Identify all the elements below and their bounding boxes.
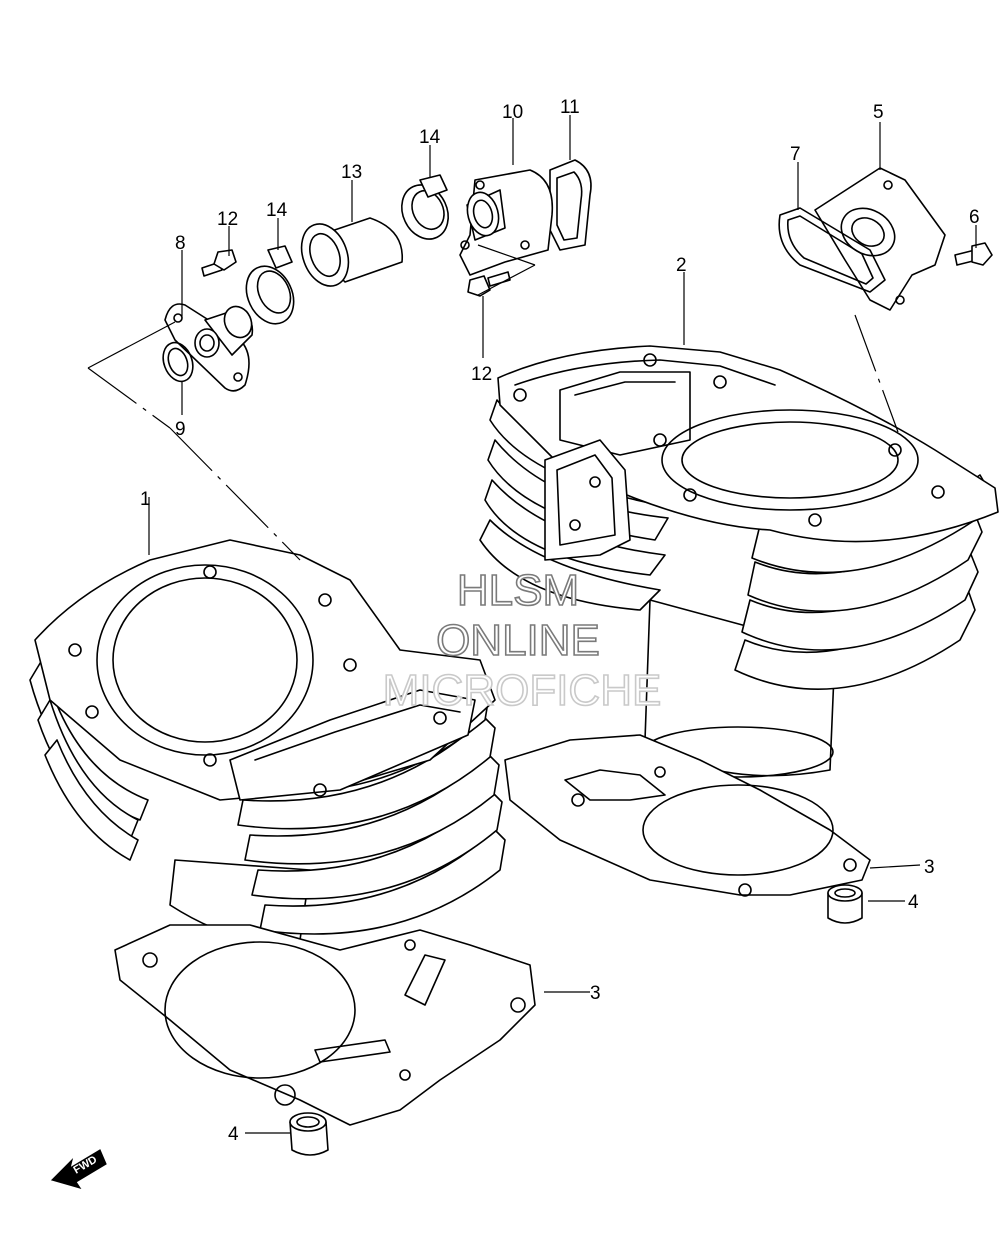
callout-10: 10 — [502, 102, 523, 123]
hose-clamp-upper[interactable] — [393, 174, 457, 247]
water-hose[interactable] — [293, 217, 403, 292]
watermark-line-3: MICROFICHE — [383, 666, 662, 715]
callout-9: 9 — [175, 419, 186, 440]
outlet-bolt[interactable] — [467, 271, 511, 297]
callout-1: 1 — [140, 489, 151, 510]
callout-11: 11 — [560, 97, 580, 118]
front-cylinder[interactable] — [29, 539, 506, 943]
callout-8: 8 — [175, 233, 186, 254]
rear-water-outlet[interactable] — [814, 167, 946, 311]
watermark: HLSM ONLINE MICROFICHE — [382, 565, 662, 716]
leader-lines — [87, 115, 977, 1134]
rear-cylinder[interactable] — [479, 345, 999, 778]
rear-cylinder-base-gasket[interactable] — [504, 734, 871, 897]
callout-3-rear: 3 — [924, 857, 935, 878]
callout-6: 6 — [969, 207, 980, 228]
hose-clamp-lower[interactable] — [237, 245, 302, 331]
rear-dowel-pin[interactable] — [827, 884, 863, 924]
outlet-gasket[interactable] — [549, 159, 592, 251]
callout-4-rear: 4 — [908, 892, 919, 913]
union-bolt[interactable] — [201, 249, 237, 277]
callout-3-front: 3 — [590, 983, 601, 1004]
callout-2: 2 — [676, 255, 687, 276]
front-dowel-pin[interactable] — [289, 1112, 329, 1156]
callout-13: 13 — [341, 162, 362, 183]
callout-labels: 1 2 3 3 4 4 5 6 7 8 9 10 11 12 12 13 14 … — [140, 97, 980, 1145]
water-union[interactable] — [164, 302, 257, 392]
union-o-ring[interactable] — [158, 338, 198, 385]
front-cylinder-base-gasket[interactable] — [114, 924, 536, 1126]
fwd-arrow-icon: FWD — [50, 1149, 107, 1190]
callout-4-front: 4 — [228, 1124, 239, 1145]
callout-12-upper: 12 — [217, 209, 238, 230]
callout-7: 7 — [790, 144, 801, 165]
callout-5: 5 — [873, 102, 884, 123]
water-outlet-cover[interactable] — [459, 169, 554, 276]
callout-14-right: 14 — [419, 127, 441, 148]
watermark-line-1: HLSM — [457, 566, 579, 615]
rear-outlet-gasket[interactable] — [778, 207, 886, 293]
rear-outlet-bolt[interactable] — [954, 242, 993, 266]
watermark-line-2: ONLINE — [436, 616, 600, 665]
callout-14-left: 14 — [266, 200, 288, 221]
callout-12-lower: 12 — [471, 364, 492, 385]
